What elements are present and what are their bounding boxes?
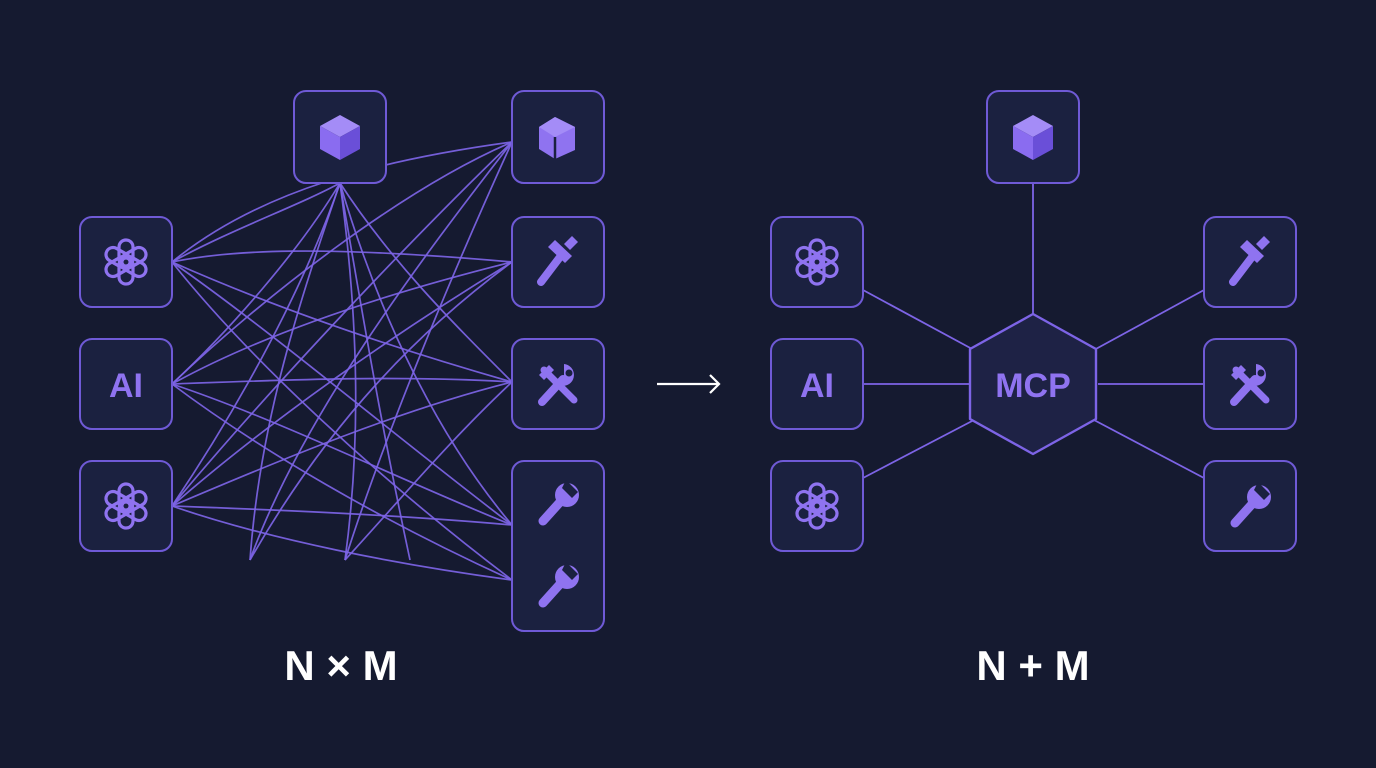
right-server-hammer [1203,216,1297,308]
left-server-cube-outline [511,90,605,184]
left-ai-label: AI [109,367,143,405]
right-client-ai: AI [770,338,864,430]
right-connection-lines [862,183,1205,479]
right-ai-label: AI [800,367,834,405]
right-server-cube [986,90,1080,184]
left-connection-lines [171,141,513,581]
left-server-wrenches [511,460,605,632]
left-client-openai-bottom [79,460,173,552]
left-client-openai-top [79,216,173,308]
left-server-hammer [511,216,605,308]
right-panel: MCP AI [770,90,1297,689]
arrow-right-icon [655,373,721,395]
right-client-openai-top [770,216,864,308]
right-server-wrench [1203,460,1297,552]
left-server-cube [293,90,387,184]
right-formula: N + M [976,642,1089,689]
left-panel: AI N × M [79,90,605,689]
left-server-tools [511,338,605,430]
mcp-hub: MCP [968,312,1098,456]
right-server-tools [1203,338,1297,430]
left-client-ai: AI [79,338,173,430]
right-client-openai-bottom [770,460,864,552]
left-formula: N × M [284,642,397,689]
mcp-label: MCP [995,367,1071,405]
